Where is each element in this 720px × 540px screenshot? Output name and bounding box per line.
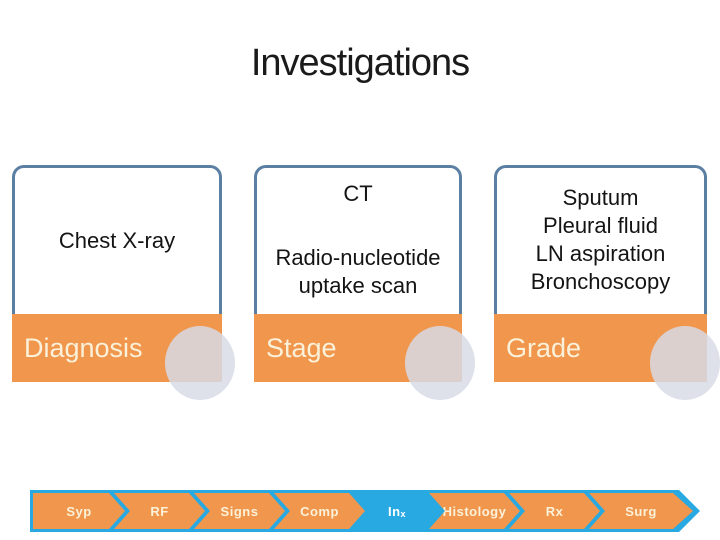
card-stage: CT Radio-nucleotide uptake scan Stage — [254, 165, 475, 400]
card-stage-body: CT Radio-nucleotide uptake scan — [254, 165, 462, 314]
card-grade: Sputum Pleural fluid LN aspiration Bronc… — [494, 165, 720, 400]
chevron-comp[interactable]: Comp — [274, 493, 365, 529]
accent-circle — [165, 326, 235, 400]
chevron-histology[interactable]: Histology — [429, 493, 520, 529]
card-diagnosis: Chest X-ray Diagnosis — [12, 165, 235, 400]
chevron-label: In — [387, 503, 401, 519]
chevron-surg[interactable]: Surg — [589, 493, 693, 529]
card-text-line: Sputum — [562, 185, 639, 210]
card-text-line: uptake scan — [298, 273, 418, 298]
chevron-label: Rx — [545, 503, 564, 519]
accent-circle — [650, 326, 720, 400]
card-grade-body: Sputum Pleural fluid LN aspiration Bronc… — [494, 165, 707, 314]
chevron-syp[interactable]: Syp — [33, 493, 125, 529]
chevron-label: Syp — [66, 503, 92, 519]
card-text-line: Bronchoscopy — [530, 269, 671, 294]
chevron-rf[interactable]: RF — [114, 493, 205, 529]
card-text-line: Pleural fluid — [543, 213, 658, 238]
card-text-line: LN aspiration — [535, 241, 666, 266]
chevron-label: Histology — [442, 503, 507, 519]
card-text-line: Chest X-ray — [58, 228, 176, 253]
card-text-line: Radio-nucleotide — [275, 245, 441, 270]
chevron-rx[interactable]: Rx — [509, 493, 600, 529]
chevron-label: Comp — [300, 503, 339, 519]
card-text-line: CT — [343, 181, 373, 206]
slide-title: Investigations — [250, 42, 470, 84]
chevron-label: RF — [150, 503, 169, 519]
chevron-label: Signs — [220, 503, 259, 519]
card-diagnosis-body: Chest X-ray — [12, 165, 222, 314]
accent-circle — [405, 326, 475, 400]
chevron-signs[interactable]: Signs — [194, 493, 285, 529]
chevron-label: Surg — [625, 503, 657, 519]
chevron-label-sub: x — [400, 508, 407, 519]
